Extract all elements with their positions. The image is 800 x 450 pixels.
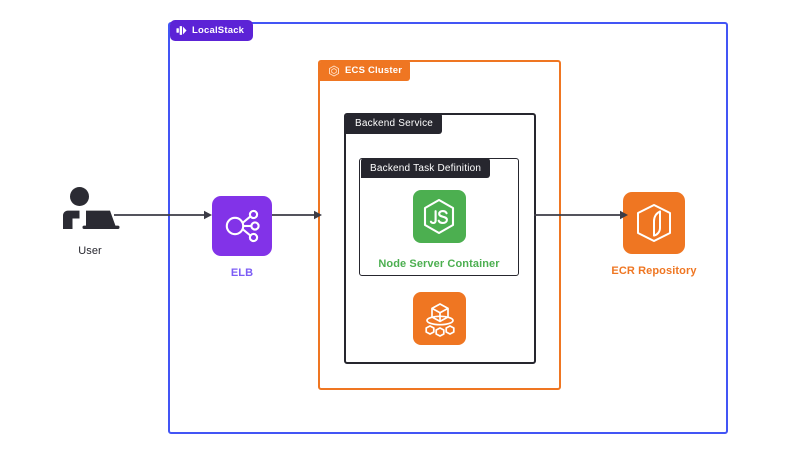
ecs-cluster-icon — [328, 64, 340, 77]
node-user-label: User — [78, 245, 102, 257]
ecs-cluster-tag: ECS Cluster — [320, 60, 411, 81]
node-user: User — [41, 186, 139, 257]
node-ecs-container — [413, 292, 466, 345]
node-ecr-repository: ECR Repository — [608, 192, 700, 277]
ecr-repository-icon — [623, 192, 685, 254]
node-ecr-repository-label: ECR Repository — [611, 265, 697, 277]
localstack-tag-label: LocalStack — [192, 25, 245, 36]
node-elb: ELB — [210, 196, 274, 279]
localstack-logo-icon — [176, 25, 187, 36]
node-elb-label: ELB — [230, 267, 254, 279]
ecs-cluster-tag-label: ECS Cluster — [345, 65, 403, 76]
node-node-server-container-label: Node Server Container — [378, 258, 500, 270]
ecs-container-icon — [413, 292, 466, 345]
backend-task-definition-tag: Backend Task Definition — [361, 158, 491, 178]
node-node-server-container: Node Server Container — [378, 190, 500, 270]
backend-service-tag: Backend Service — [346, 113, 443, 134]
backend-task-definition-tag-label: Backend Task Definition — [370, 162, 482, 174]
backend-service-tag-label: Backend Service — [355, 118, 434, 129]
container-localstack — [168, 22, 728, 434]
connector-backend-service-to-ecr — [534, 210, 628, 220]
load-balancer-icon — [212, 196, 272, 256]
localstack-tag: LocalStack — [170, 20, 254, 41]
user-laptop-icon — [58, 186, 122, 234]
container-ecs-cluster — [318, 60, 561, 390]
connector-elb-to-ecs-cluster — [272, 210, 322, 220]
connector-user-to-elb — [114, 210, 212, 220]
nodejs-icon — [412, 190, 466, 243]
